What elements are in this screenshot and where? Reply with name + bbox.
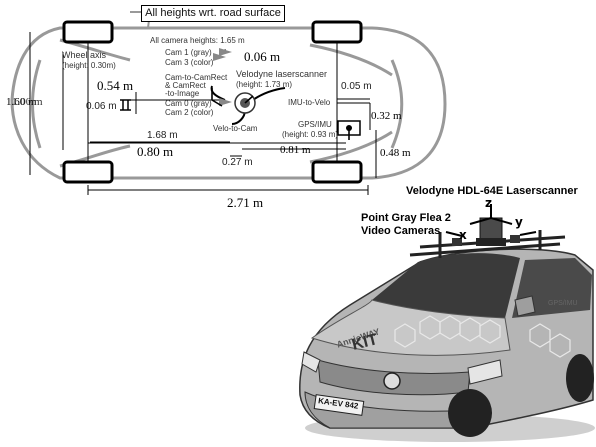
axis-y-label: y xyxy=(515,215,523,229)
gps-imu-label: GPS/IMU xyxy=(298,120,332,129)
windshield xyxy=(372,253,520,318)
vw-emblem xyxy=(383,372,401,390)
license-plate xyxy=(313,394,365,416)
measure-0-06-top: 0.06 m xyxy=(244,49,281,64)
kit-text: KIT xyxy=(350,331,380,354)
coordinate-symbols xyxy=(211,88,350,140)
heights-note: All heights wrt. road surface xyxy=(141,5,285,22)
velo-to-cam-label: Velo-to-Cam xyxy=(213,124,258,133)
cam2-label: Cam 2 (color) xyxy=(165,108,214,117)
i-beam-markers xyxy=(120,99,131,111)
gps-side-text: GPS/IMU xyxy=(548,300,578,307)
measure-0-48: 0.48 m xyxy=(380,147,411,159)
measure-1-60: 1.60 m xyxy=(6,96,37,108)
camera-sensors xyxy=(213,48,232,106)
cam0-label: Cam 0 (gray) xyxy=(165,99,212,108)
headlight-left xyxy=(301,351,321,373)
cam-to-camrect-label-1: Cam-to-CamRect xyxy=(165,73,228,82)
measure-0-81: 0.81 m xyxy=(280,144,311,156)
measure-0-80: 0.80 m xyxy=(137,144,174,159)
side-mirror xyxy=(514,295,536,317)
gps-imu-height-label: (height: 0.93 m) xyxy=(282,130,339,139)
axis-x-label: x xyxy=(459,228,467,242)
measure-0-54: 0.54 m xyxy=(97,78,134,93)
axis-z-label: z xyxy=(485,196,492,210)
camera-caption-1: Point Gray Flea 2 xyxy=(361,212,451,224)
cam3-label: Cam 3 (color) xyxy=(165,58,214,67)
roof-axes xyxy=(445,204,537,237)
velodyne-caption: Velodyne HDL-64E Laserscanner xyxy=(406,185,578,197)
front-wheel-photo xyxy=(448,389,492,437)
dimension-lines xyxy=(29,32,377,195)
rear-wheel-photo xyxy=(566,354,594,402)
measure-1-68: 1.68 m xyxy=(147,130,178,141)
camera-heights-label: All camera heights: 1.65 m xyxy=(150,36,245,45)
measure-1-00: 1.00 m xyxy=(12,96,43,108)
velodyne-height-label: (height: 1.73 m) xyxy=(236,80,293,89)
measure-0-32: 0.32 m xyxy=(371,110,402,122)
camera-caption-2: Video Cameras xyxy=(361,225,441,237)
roof-cameras xyxy=(452,235,520,246)
wheel-axis-height-label: (height: 0.30m) xyxy=(62,61,116,70)
measure-2-71: 2.71 m xyxy=(227,195,264,210)
velodyne-label: Velodyne laserscanner xyxy=(236,69,328,79)
cam-to-camrect-label-2: & CamRect xyxy=(165,81,206,90)
measure-0-05: 0.05 m xyxy=(341,81,372,92)
velodyne-photo xyxy=(476,217,506,246)
measure-0-27: 0.27 m xyxy=(222,157,253,168)
wheel-axis-label: Wheel axis xyxy=(62,50,107,60)
imu-to-velo-label: IMU-to-Velo xyxy=(288,98,331,107)
measure-0-06-left: 0.06 m xyxy=(86,101,117,112)
cam1-label: Cam 1 (gray) xyxy=(165,48,212,57)
cam-to-camrect-label-3: -to-Image xyxy=(165,89,200,98)
headlight-right xyxy=(467,359,503,385)
